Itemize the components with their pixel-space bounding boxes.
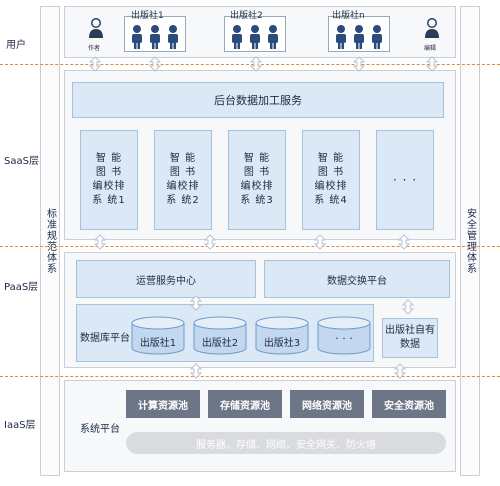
publisher-n-label: 出版社n [332, 11, 365, 21]
database-more-top [317, 316, 371, 330]
database-more-icon [317, 322, 371, 355]
database-2-top [193, 316, 247, 330]
system-line: 智 能 [317, 153, 345, 164]
standards-system-label: 标准规范体系 [44, 208, 56, 274]
system-line: 智 能 [243, 153, 271, 164]
author-icon [89, 18, 103, 38]
system-line: 编校排 [240, 181, 274, 192]
system-line: 图 书 [95, 167, 123, 178]
database-1-top [131, 316, 185, 330]
data-exchange-platform: 数据交换平台 [264, 260, 450, 298]
database-cylinders [131, 316, 371, 355]
layer-label-user: 用户 [6, 40, 26, 51]
standards-system-bar: 标准规范体系 [40, 6, 60, 476]
operations-service-center: 运营服务中心 [76, 260, 256, 298]
layer-label-saas: SaaS层 [4, 156, 39, 167]
publisher-1-label: 出版社1 [131, 11, 164, 21]
system-line: 编校排 [166, 181, 200, 192]
network-resource-pool: 网络资源池 [290, 390, 364, 418]
system-line: 系 统1 [92, 195, 126, 206]
database-2-label: 出版社2 [201, 338, 239, 349]
system-line: 图 书 [169, 167, 197, 178]
database-2-icon [193, 322, 247, 355]
database-3-label: 出版社3 [263, 338, 301, 349]
system-line: 系 统2 [166, 195, 200, 206]
system-line: 系 统3 [240, 195, 274, 206]
people-icon [132, 25, 178, 49]
publisher-2-label: 出版社2 [230, 11, 263, 21]
system-line: 智 能 [95, 153, 123, 164]
database-1-label: 出版社1 [139, 338, 177, 349]
editor-icon [425, 18, 439, 38]
own-data-line: 数据 [400, 339, 420, 350]
system-line: 图 书 [243, 167, 271, 178]
editor-label: 编辑 [424, 45, 437, 52]
database-3-icon [255, 322, 309, 355]
security-management-bar: 安全管理体系 [460, 6, 480, 476]
typesetting-system-more: · · · [376, 130, 434, 230]
own-data-line: 出版社自有 [385, 325, 435, 336]
database-1-icon [131, 322, 185, 355]
system-platform-label: 系统平台 [80, 424, 120, 435]
people-icon [336, 25, 382, 49]
separator-saas-paas [0, 246, 500, 247]
system-line: 智 能 [169, 153, 197, 164]
people-icon [232, 25, 278, 49]
database-more-label: · · · [335, 332, 353, 345]
typesetting-system-3: 智 能 图 书 编校排 系 统3 [228, 130, 286, 230]
security-resource-pool: 安全资源池 [372, 390, 446, 418]
backend-data-processing-service: 后台数据加工服务 [72, 82, 444, 118]
system-line: 编校排 [92, 181, 126, 192]
system-line: 图 书 [317, 167, 345, 178]
separator-paas-iaas [0, 376, 500, 377]
layer-label-iaas: IaaS层 [4, 420, 36, 431]
security-management-label: 安全管理体系 [464, 208, 476, 274]
storage-resource-pool: 存储资源池 [208, 390, 282, 418]
layer-label-paas: PaaS层 [4, 282, 39, 293]
publisher-group-1 [124, 16, 186, 52]
compute-resource-pool: 计算资源池 [126, 390, 200, 418]
separator-user-saas [0, 64, 500, 65]
infrastructure-bar: 服务器、存储、网络、安全网关、防火墙 [126, 432, 446, 454]
publisher-group-n [328, 16, 390, 52]
publisher-own-data: 出版社自有 数据 [382, 318, 438, 358]
database-platform-label: 数据库平台 [80, 333, 130, 344]
typesetting-system-2: 智 能 图 书 编校排 系 统2 [154, 130, 212, 230]
author-label: 作者 [88, 45, 101, 52]
typesetting-system-4: 智 能 图 书 编校排 系 统4 [302, 130, 360, 230]
typesetting-system-1: 智 能 图 书 编校排 系 统1 [80, 130, 138, 230]
system-line: 系 统4 [314, 195, 348, 206]
database-3-top [255, 316, 309, 330]
system-line: 编校排 [314, 181, 348, 192]
publisher-group-2 [224, 16, 286, 52]
